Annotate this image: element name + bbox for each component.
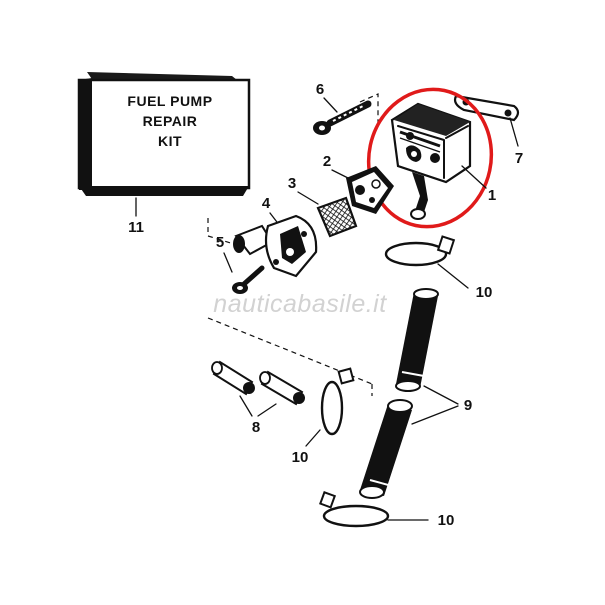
screw-5 bbox=[232, 265, 265, 294]
fuel-hose-9-lower bbox=[359, 399, 413, 499]
kit-label-line2: REPAIR bbox=[143, 113, 198, 129]
leader-line-10-middle bbox=[305, 429, 321, 447]
callout-8: 8 bbox=[252, 419, 260, 436]
leader-line-9a bbox=[423, 385, 459, 405]
highlight-ring bbox=[366, 87, 494, 229]
assembly-dashed-line-upper bbox=[207, 218, 235, 245]
callout-2: 2 bbox=[323, 153, 331, 170]
leader-line-1 bbox=[461, 165, 487, 189]
leader-line-8b bbox=[257, 403, 277, 417]
pump-cover-4 bbox=[233, 214, 318, 278]
callout-10-middle: 10 bbox=[292, 449, 309, 466]
callout-1: 1 bbox=[488, 187, 496, 204]
leader-line-9b bbox=[411, 405, 459, 425]
kit-label-line1: FUEL PUMP bbox=[127, 93, 212, 109]
screw-6 bbox=[313, 100, 372, 135]
hose-clamp-10-middle bbox=[320, 367, 355, 436]
callout-7: 7 bbox=[515, 150, 523, 167]
leader-line-10-upper bbox=[437, 263, 469, 289]
callout-5: 5 bbox=[216, 234, 224, 251]
callout-11: 11 bbox=[128, 219, 144, 236]
callout-10-lower: 10 bbox=[438, 512, 455, 529]
hose-clamp-10-lower bbox=[319, 491, 390, 528]
fuel-pump-body-1 bbox=[390, 102, 472, 220]
repair-kit-box: FUEL PUMP REPAIR KIT bbox=[77, 72, 251, 196]
callout-10-upper: 10 bbox=[476, 284, 493, 301]
leader-line-7 bbox=[509, 117, 519, 147]
kit-label-line3: KIT bbox=[158, 133, 182, 149]
sleeve-8-right bbox=[259, 370, 305, 406]
hose-clamp-10-upper bbox=[384, 235, 456, 267]
leader-line-5 bbox=[223, 252, 233, 273]
callout-6: 6 bbox=[316, 81, 324, 98]
callout-9: 9 bbox=[464, 397, 472, 414]
leader-line-3 bbox=[297, 191, 319, 205]
diaphragm-screen-3 bbox=[316, 196, 358, 238]
gasket-2 bbox=[346, 166, 394, 214]
callout-4: 4 bbox=[262, 195, 271, 212]
sleeve-8-left bbox=[211, 360, 255, 396]
leader-line-8a bbox=[239, 395, 253, 417]
callout-3: 3 bbox=[288, 175, 296, 192]
assembly-dashed-line-6 bbox=[359, 93, 379, 128]
leader-line-6 bbox=[323, 97, 338, 113]
fuel-hose-9-upper bbox=[395, 288, 439, 392]
watermark-text: nauticabasile.it bbox=[213, 290, 387, 318]
